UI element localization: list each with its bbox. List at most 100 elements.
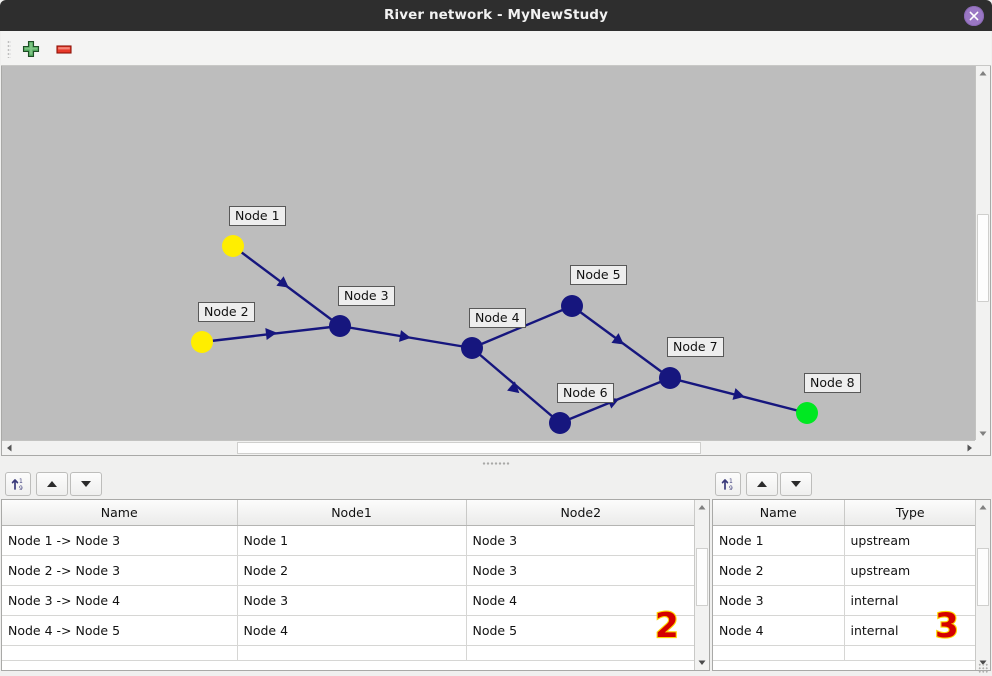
graph-label-node5[interactable]: Node 5: [570, 265, 627, 285]
scroll-corner: [975, 440, 990, 455]
nodes-vscroll-thumb[interactable]: [977, 548, 989, 606]
table-row[interactable]: Node 4 internal: [713, 615, 976, 646]
canvas-vscroll-thumb[interactable]: [977, 214, 989, 302]
reaches-cell-node1[interactable]: Node 3: [237, 585, 467, 616]
graph-label-node6[interactable]: Node 6: [557, 383, 614, 403]
reaches-move-down-button[interactable]: [70, 472, 102, 496]
scroll-left-icon[interactable]: [2, 441, 17, 455]
nodes-cell-type[interactable]: upstream: [844, 555, 976, 586]
scroll-right-icon[interactable]: [962, 441, 977, 455]
nodes-cell-type[interactable]: upstream: [844, 525, 976, 556]
nodes-move-down-button[interactable]: [780, 472, 812, 496]
nodes-cell-empty: [844, 645, 976, 661]
arrowhead-node2-node3: [265, 328, 277, 340]
nodes-cell-type[interactable]: internal: [844, 585, 976, 616]
reaches-cell-node2[interactable]: Node 4: [466, 585, 695, 616]
reaches-table-container[interactable]: Name Node1 Node2 Node 1 -> Node 3 Node 1…: [1, 499, 710, 671]
reaches-table: Name Node1 Node2 Node 1 -> Node 3 Node 1…: [2, 500, 695, 661]
scroll-down-icon[interactable]: [695, 655, 709, 670]
arrow-down-icon: [791, 481, 801, 487]
table-row-partial[interactable]: [2, 645, 695, 661]
nodes-cell-name[interactable]: Node 2: [713, 555, 845, 586]
reaches-cell-node1[interactable]: Node 2: [237, 555, 467, 586]
reaches-cell-name[interactable]: Node 4 -> Node 5: [2, 615, 238, 646]
table-row[interactable]: Node 2 upstream: [713, 555, 976, 586]
reaches-cell-empty: [2, 645, 238, 661]
graph-edges: [201, 245, 808, 425]
table-row[interactable]: Node 1 upstream: [713, 525, 976, 556]
nodes-col-name[interactable]: Name: [713, 500, 845, 526]
reaches-sort-button[interactable]: 1 9: [5, 472, 31, 496]
close-icon[interactable]: [964, 6, 984, 26]
canvas-horizontal-scrollbar[interactable]: [2, 440, 990, 455]
nodes-cell-empty: [713, 645, 845, 661]
nodes-table-container[interactable]: Name Type Node 1 upstream Node 2 upstrea…: [712, 499, 991, 671]
reaches-cell-empty: [237, 645, 467, 661]
reaches-table-scrollbar[interactable]: [694, 500, 709, 670]
arrowhead-node1-node3: [276, 276, 289, 288]
nodes-col-type[interactable]: Type: [844, 500, 976, 526]
nodes-sort-button[interactable]: 1 9: [715, 472, 741, 496]
title-bar: River network - MyNewStudy: [0, 0, 992, 31]
scroll-up-icon[interactable]: [976, 66, 990, 81]
svg-text:1: 1: [729, 478, 733, 485]
graph-label-node2[interactable]: Node 2: [198, 302, 255, 322]
table-row-partial[interactable]: [713, 645, 976, 661]
graph-label-node8[interactable]: Node 8: [804, 373, 861, 393]
table-row[interactable]: Node 3 internal: [713, 585, 976, 616]
table-row[interactable]: Node 1 -> Node 3 Node 1 Node 3: [2, 525, 695, 556]
horizontal-splitter[interactable]: [1, 457, 991, 469]
reaches-cell-node2[interactable]: Node 5: [466, 615, 695, 646]
reaches-vscroll-thumb[interactable]: [696, 548, 708, 606]
reaches-cell-node2[interactable]: Node 3: [466, 525, 695, 556]
graph-node-node5: [561, 295, 583, 317]
reaches-cell-node1[interactable]: Node 4: [237, 615, 467, 646]
scroll-down-icon[interactable]: [976, 426, 990, 441]
svg-text:1: 1: [19, 478, 23, 485]
reaches-cell-name[interactable]: Node 3 -> Node 4: [2, 585, 238, 616]
reaches-pane: 1 9 Name Node1 Node2: [1, 469, 710, 671]
reaches-col-name[interactable]: Name: [2, 500, 238, 526]
splitter-grip: [482, 462, 510, 465]
reaches-cell-node1[interactable]: Node 1: [237, 525, 467, 556]
arrow-down-icon: [81, 481, 91, 487]
reaches-cell-name[interactable]: Node 1 -> Node 3: [2, 525, 238, 556]
reaches-table-header-row: Name Node1 Node2: [2, 500, 695, 526]
graph-label-node4[interactable]: Node 4: [469, 308, 526, 328]
delete-node-button[interactable]: [52, 37, 76, 61]
reaches-col-node2[interactable]: Node2: [466, 500, 695, 526]
scroll-up-icon[interactable]: [695, 500, 709, 515]
nodes-cell-type[interactable]: internal: [844, 615, 976, 646]
scroll-up-icon[interactable]: [976, 500, 990, 515]
canvas-hscroll-thumb[interactable]: [237, 442, 701, 454]
table-row[interactable]: Node 3 -> Node 4 Node 3 Node 4: [2, 585, 695, 616]
network-diagram[interactable]: Node 1 Node 2 Node 3 Node 4 Node 5 Node …: [2, 66, 975, 455]
nodes-cell-name[interactable]: Node 3: [713, 585, 845, 616]
arrow-up-icon: [47, 481, 57, 487]
nodes-move-up-button[interactable]: [746, 472, 778, 496]
red-minus-icon: [56, 45, 72, 54]
graph-node-node8: [796, 402, 818, 424]
add-node-button[interactable]: [19, 37, 43, 61]
graph-label-node7[interactable]: Node 7: [667, 337, 724, 357]
table-row[interactable]: Node 4 -> Node 5 Node 4 Node 5: [2, 615, 695, 646]
nodes-table-header-row: Name Type: [713, 500, 976, 526]
network-canvas-area[interactable]: Node 1 Node 2 Node 3 Node 4 Node 5 Node …: [1, 66, 991, 456]
toolbar-grip[interactable]: [7, 40, 11, 58]
svg-text:9: 9: [19, 485, 23, 492]
graph-label-node3[interactable]: Node 3: [338, 286, 395, 306]
nodes-table-scrollbar[interactable]: [975, 500, 990, 670]
graph-node-node1: [222, 235, 244, 257]
scroll-down-icon[interactable]: [976, 655, 990, 670]
reaches-move-up-button[interactable]: [36, 472, 68, 496]
reaches-cell-node2[interactable]: Node 3: [466, 555, 695, 586]
nodes-cell-name[interactable]: Node 1: [713, 525, 845, 556]
table-row[interactable]: Node 2 -> Node 3 Node 2 Node 3: [2, 555, 695, 586]
window-resize-grip[interactable]: [978, 663, 988, 673]
arrowhead-node4-node6: [507, 381, 520, 394]
canvas-vertical-scrollbar[interactable]: [975, 66, 990, 441]
nodes-cell-name[interactable]: Node 4: [713, 615, 845, 646]
reaches-col-node1[interactable]: Node1: [237, 500, 467, 526]
graph-label-node1[interactable]: Node 1: [229, 206, 286, 226]
reaches-cell-name[interactable]: Node 2 -> Node 3: [2, 555, 238, 586]
